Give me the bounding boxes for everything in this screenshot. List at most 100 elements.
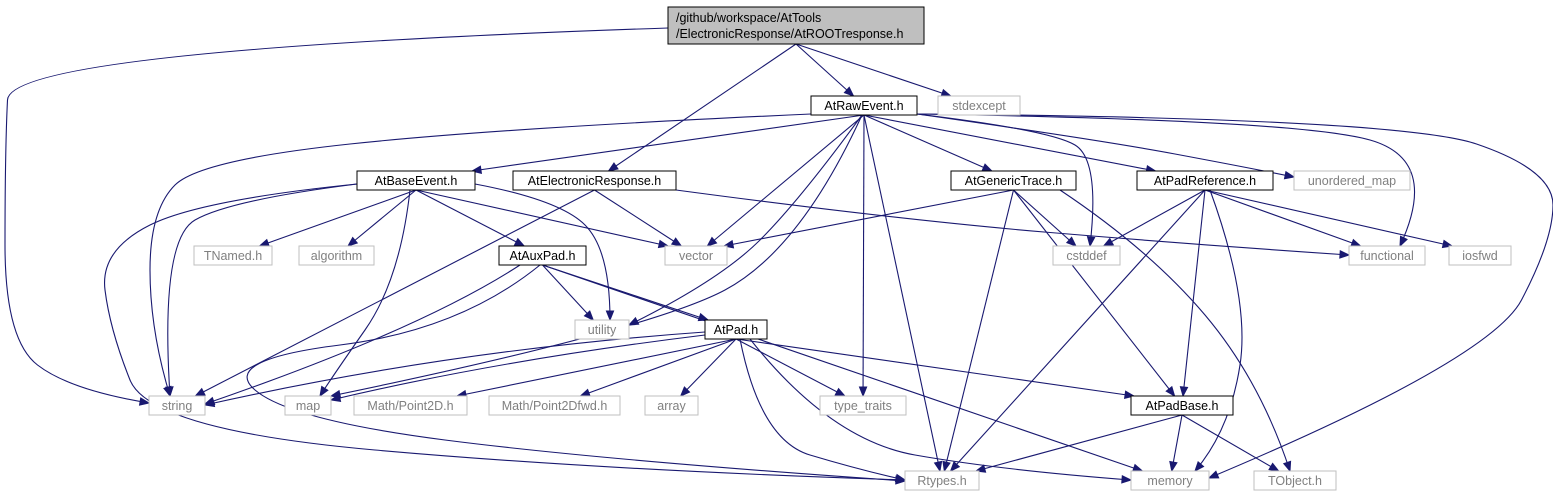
node-box bbox=[1253, 470, 1337, 491]
node-root[interactable]: /github/workspace/AtTools/ElectronicResp… bbox=[667, 6, 925, 45]
edge-line bbox=[474, 183, 611, 321]
edge-pad-to-map bbox=[329, 334, 706, 403]
edge-line bbox=[580, 338, 737, 397]
arrow-head-icon bbox=[1179, 386, 1189, 398]
node-box bbox=[1348, 245, 1426, 266]
edge-line bbox=[1204, 189, 1361, 247]
edge-padbase-to-tobject bbox=[1181, 414, 1280, 472]
node-box bbox=[284, 395, 332, 416]
edge-line bbox=[1204, 189, 1453, 247]
arrow-head-icon bbox=[1065, 236, 1077, 247]
edge-line bbox=[675, 189, 1350, 256]
edge-elec-to-functional bbox=[675, 189, 1351, 259]
arrow-head-icon bbox=[1207, 470, 1220, 479]
edge-line bbox=[916, 113, 1295, 178]
node-iosfwd: iosfwd bbox=[1448, 245, 1512, 266]
node-utility: utility bbox=[574, 319, 630, 340]
node-label: Math/Point2D.h bbox=[367, 399, 453, 413]
edge-line bbox=[471, 114, 865, 172]
node-box bbox=[356, 170, 476, 191]
edge-line bbox=[415, 189, 525, 247]
edge-padref-to-functional bbox=[1204, 189, 1362, 247]
arrow-head-icon bbox=[974, 464, 987, 473]
node-box bbox=[704, 319, 768, 340]
edge-raw-to-traits bbox=[858, 114, 868, 398]
edge-line bbox=[916, 113, 1094, 247]
arrow-head-icon bbox=[1121, 474, 1133, 484]
arrow-head-icon bbox=[1282, 460, 1292, 473]
node-box bbox=[488, 395, 621, 416]
node-label: AtAuxPad.h bbox=[509, 249, 575, 263]
arrow-head-icon bbox=[1086, 236, 1096, 248]
node-box bbox=[148, 395, 206, 416]
node-padbase[interactable]: AtPadBase.h bbox=[1130, 395, 1234, 416]
arrow-head-icon bbox=[1399, 235, 1408, 248]
node-elec[interactable]: AtElectronicResponse.h bbox=[512, 170, 677, 191]
node-box bbox=[498, 245, 587, 266]
node-pad[interactable]: AtPad.h bbox=[704, 319, 768, 340]
node-stdexcept: stdexcept bbox=[937, 95, 1021, 116]
edge-padref-to-cstddef bbox=[1102, 189, 1206, 247]
edge-pad-to-string bbox=[203, 331, 706, 408]
edge-line bbox=[862, 114, 865, 397]
node-p2d: Math/Point2D.h bbox=[353, 395, 468, 416]
edge-pad-to-memory bbox=[749, 338, 1133, 484]
edge-line bbox=[542, 264, 1143, 472]
edge-aux-to-memory bbox=[542, 264, 1144, 473]
node-label: AtBaseEvent.h bbox=[375, 174, 458, 188]
edge-line bbox=[104, 183, 906, 481]
arrow-head-icon bbox=[583, 310, 595, 321]
edge-root-to-stdexcept bbox=[795, 43, 953, 98]
node-label: AtElectronicResponse.h bbox=[528, 174, 661, 188]
edge-raw-to-memory bbox=[916, 113, 1553, 479]
node-label: utility bbox=[588, 323, 617, 337]
node-label: Rtypes.h bbox=[917, 474, 966, 488]
node-box bbox=[1130, 395, 1234, 416]
edge-base-to-aux bbox=[415, 189, 526, 247]
edge-line bbox=[149, 113, 812, 397]
node-memory: memory bbox=[1130, 470, 1210, 491]
arrow-head-icon bbox=[138, 397, 151, 406]
node-label: /github/workspace/AtTools bbox=[676, 11, 821, 25]
arrow-head-icon bbox=[1169, 460, 1178, 473]
arrow-head-icon bbox=[679, 386, 691, 397]
node-box bbox=[298, 245, 375, 266]
arrow-head-icon bbox=[843, 86, 855, 97]
arrow-head-icon bbox=[319, 385, 329, 398]
arrow-head-icon bbox=[942, 460, 951, 473]
node-base[interactable]: AtBaseEvent.h bbox=[356, 170, 476, 191]
node-box bbox=[904, 470, 980, 491]
node-box bbox=[193, 245, 273, 266]
edge-line bbox=[795, 43, 951, 97]
edge-raw-to-vector bbox=[706, 114, 865, 247]
arrow-head-icon bbox=[258, 238, 270, 247]
arrow-head-icon bbox=[933, 460, 943, 473]
arrow-head-icon bbox=[165, 386, 174, 398]
node-aux[interactable]: AtAuxPad.h bbox=[498, 245, 587, 266]
edge-pad-to-p2d bbox=[455, 338, 737, 399]
edge-line bbox=[347, 189, 417, 247]
node-box bbox=[1130, 470, 1210, 491]
node-box bbox=[1448, 245, 1512, 266]
edge-padref-to-memory bbox=[1194, 189, 1243, 473]
edge-line bbox=[735, 338, 846, 397]
node-vector: vector bbox=[664, 245, 728, 266]
edge-base-to-rtypes bbox=[104, 183, 907, 485]
node-label: algorithm bbox=[311, 249, 362, 263]
node-gen[interactable]: AtGenericTrace.h bbox=[950, 170, 1077, 191]
node-label: functional bbox=[1360, 249, 1414, 263]
edge-raw-to-cstddef bbox=[916, 113, 1096, 248]
node-cstddef: cstddef bbox=[1052, 245, 1121, 266]
node-raw[interactable]: AtRawEvent.h bbox=[810, 95, 918, 116]
node-label: cstddef bbox=[1066, 249, 1107, 263]
node-label: AtRawEvent.h bbox=[824, 99, 903, 113]
node-label: AtGenericTrace.h bbox=[965, 174, 1063, 188]
node-tnamed: TNamed.h bbox=[193, 245, 273, 266]
edge-root-to-elec bbox=[607, 43, 797, 172]
edge-line bbox=[975, 414, 1183, 472]
node-padref[interactable]: AtPadReference.h bbox=[1136, 170, 1274, 191]
arrow-head-icon bbox=[670, 237, 683, 247]
node-algorithm: algorithm bbox=[298, 245, 375, 266]
edge-gen-to-cstddef bbox=[1013, 189, 1077, 247]
node-label: AtPad.h bbox=[714, 323, 759, 337]
